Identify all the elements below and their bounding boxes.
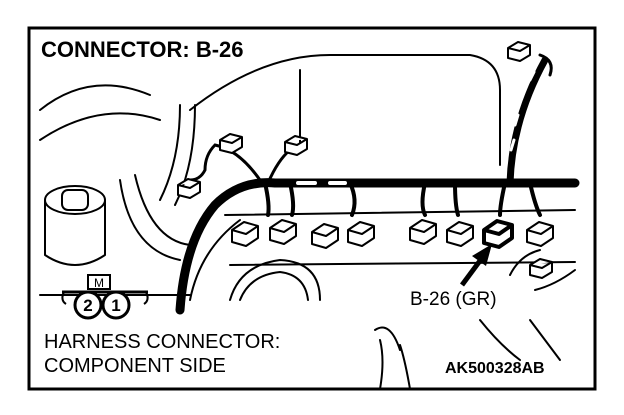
connector-block xyxy=(311,223,339,249)
pin-circle xyxy=(73,290,103,320)
connector-block xyxy=(529,258,553,279)
pin-label: 2 xyxy=(83,296,92,315)
connector-callout-label: B-26 (GR) xyxy=(410,289,497,310)
pin-circle xyxy=(101,290,131,320)
connector-title: CONNECTOR: B-26 xyxy=(38,38,247,62)
wiring-harness xyxy=(175,53,580,315)
connector-row xyxy=(177,41,554,279)
connector-block xyxy=(219,133,243,154)
figure-code: AK500328AB xyxy=(445,360,545,377)
connector-block xyxy=(446,221,474,247)
connector-block xyxy=(526,221,554,247)
connector-block xyxy=(409,219,437,245)
connector-block xyxy=(269,219,297,245)
connector-block xyxy=(284,135,308,156)
harness-label-line2: COMPONENT SIDE xyxy=(42,355,228,377)
harness-label-line1: HARNESS CONNECTOR: xyxy=(42,331,283,353)
pin-label: 1 xyxy=(111,296,120,315)
symbol-mark-box xyxy=(87,274,111,290)
target-connector-b26 xyxy=(482,219,514,249)
connector-block xyxy=(347,221,375,247)
connector-block xyxy=(231,221,259,247)
connector-pin-symbol: M 2 1 xyxy=(61,274,149,320)
callout-arrow xyxy=(459,244,492,287)
connector-block xyxy=(507,41,531,62)
connector-block xyxy=(177,178,201,199)
symbol-mark: M xyxy=(94,276,104,290)
